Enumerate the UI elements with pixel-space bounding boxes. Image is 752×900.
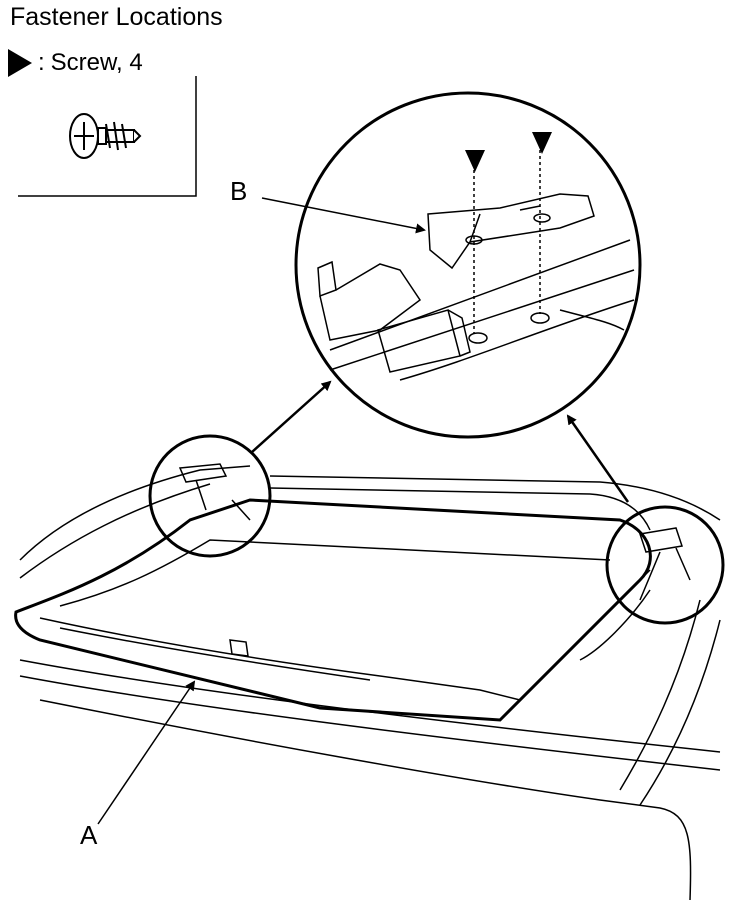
magnified-detail [317,150,635,381]
detail-circle-right [605,505,725,625]
magnified-detail-circle [294,91,642,439]
detail-circle-left [148,434,272,558]
page-title: Fastener Locations [10,3,223,31]
bracket-right [639,527,691,601]
car-body [19,465,721,900]
callout-arrows [251,380,630,503]
legend-label: Screw, 4 [50,49,143,76]
sunroof-panel [14,498,652,722]
leader-lines [97,197,426,825]
bracket-left [178,463,251,521]
legend-separator: : [38,49,45,76]
screw-marker-icon [465,132,552,172]
fastener-legend: : Screw, 4 [8,48,143,78]
callout-a: A [80,820,98,850]
callout-b: B [230,176,248,206]
black-triangle-icon [8,49,32,77]
legend-box [18,76,197,197]
screw-icon [69,113,142,159]
